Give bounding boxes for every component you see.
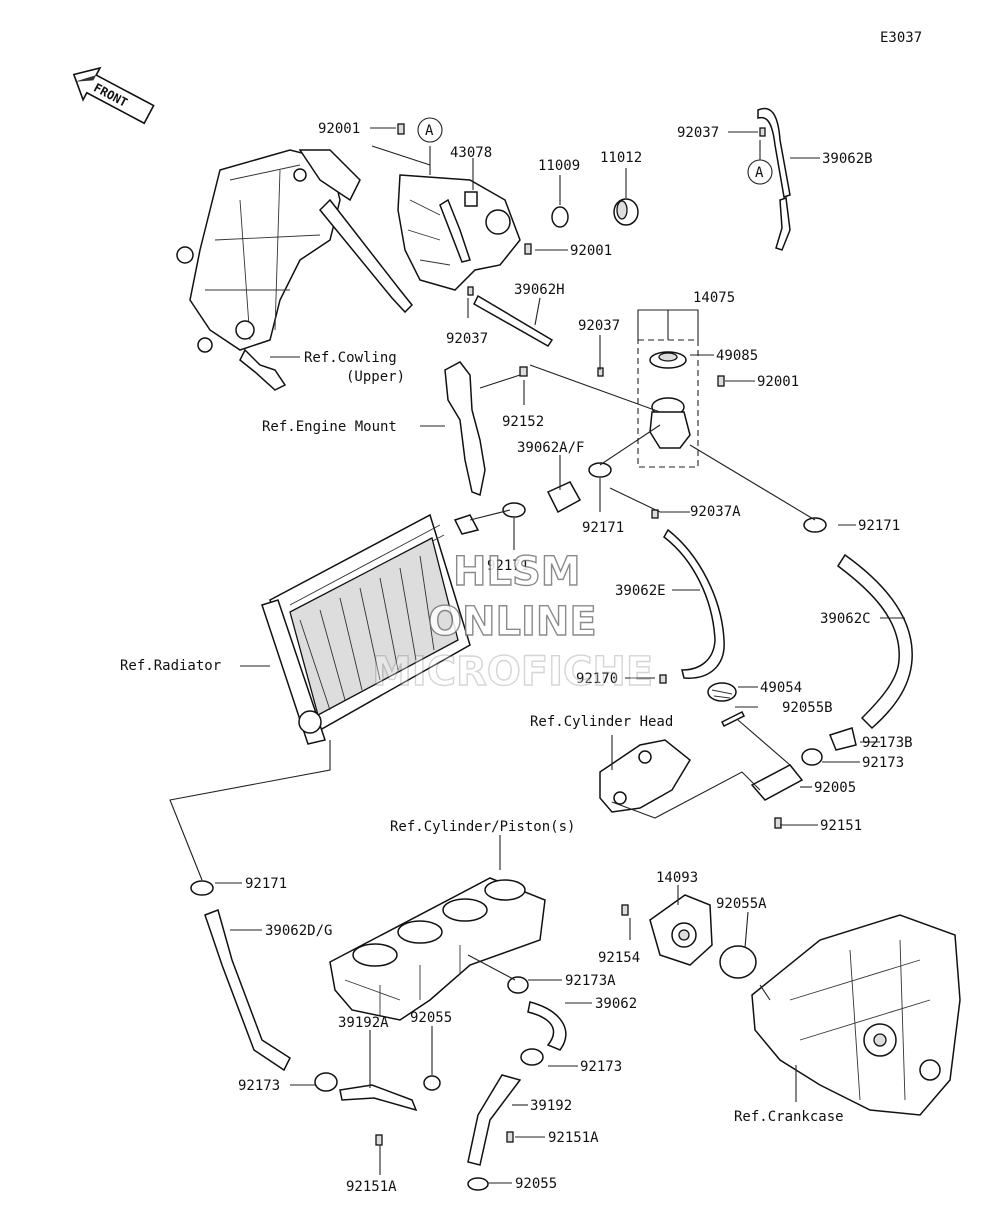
part-label: 39192 <box>530 1098 572 1114</box>
part-label: 39062D/G <box>265 923 332 939</box>
part-label: 92170 <box>576 671 618 687</box>
radiator <box>261 513 480 745</box>
part-label: 14075 <box>693 290 735 306</box>
part-label: 92173 <box>580 1059 622 1075</box>
callout-a-circle-2 <box>747 159 773 185</box>
watermark-line-1: HLSM <box>453 549 581 595</box>
pipe-39192a <box>339 1084 418 1112</box>
cylinder-block <box>329 877 546 1021</box>
hose-39062c <box>836 553 913 730</box>
part-label: 39062A/F <box>517 440 584 456</box>
oring-92055-b <box>467 1177 489 1191</box>
callout-a-1: A <box>425 123 434 139</box>
hose-39062 <box>527 1001 567 1051</box>
water-pump <box>649 894 713 966</box>
clamp-92173 <box>801 748 823 766</box>
clamp-92171-d <box>190 880 214 896</box>
part-label: 92001 <box>570 243 612 259</box>
part-label: 11009 <box>538 158 580 174</box>
thermostat-housing <box>637 339 699 468</box>
clamp-92173a <box>507 976 529 994</box>
ref-crankcase: Ref.Crankcase <box>734 1109 844 1125</box>
bolts <box>375 123 782 1146</box>
part-label: 14093 <box>656 870 698 886</box>
oring-92055a <box>719 945 757 979</box>
clamp-92171-b <box>502 502 526 518</box>
cowling-bracket <box>176 149 414 391</box>
part-label: 92037 <box>677 125 719 141</box>
cap-11009 <box>551 206 569 228</box>
part-label: 43078 <box>450 145 492 161</box>
clamp-92173b <box>829 727 857 751</box>
hose-39062e <box>663 528 725 679</box>
part-label: 92173 <box>862 755 904 771</box>
part-label: 49085 <box>716 348 758 364</box>
part-label: 39062H <box>514 282 565 298</box>
watermark: HLSM ONLINE MICROFICHE <box>371 548 654 695</box>
part-label: 92037A <box>690 504 741 520</box>
part-label: 92055B <box>782 700 833 716</box>
gasket-92055b <box>720 710 746 728</box>
thermostat-49054 <box>707 682 737 702</box>
part-label: 92173 <box>238 1078 280 1094</box>
part-label: 92171 <box>858 518 900 534</box>
part-label: 11012 <box>600 150 642 166</box>
oring-92055-a <box>423 1075 441 1091</box>
hose-39062h <box>473 294 554 347</box>
callout-a-2: A <box>755 165 764 181</box>
hose-39062b-lower <box>775 196 791 251</box>
part-label: 92055 <box>410 1010 452 1026</box>
part-label: 92037 <box>578 318 620 334</box>
part-label: 92151 <box>820 818 862 834</box>
cap-11012 <box>613 198 639 226</box>
part-label: 92154 <box>598 950 640 966</box>
ref-cowling: Ref.Cowling <box>304 350 397 366</box>
part-label: 39062 <box>595 996 637 1012</box>
watermark-line-3: MICROFICHE <box>372 649 653 695</box>
watermark-line-2: ONLINE <box>428 599 597 645</box>
part-label: 92171 <box>487 558 529 574</box>
front-arrow-icon: FRONT <box>72 66 155 125</box>
part-label: 92001 <box>318 121 360 137</box>
leader-lines <box>169 127 905 1184</box>
part-label: 92152 <box>502 414 544 430</box>
part-label: 92055A <box>716 896 767 912</box>
clamp-92173-d <box>520 1048 544 1066</box>
clamp-92171-c <box>803 517 827 533</box>
part-label: 39192A <box>338 1015 389 1031</box>
part-label: 39062C <box>820 611 871 627</box>
engine-mount-bracket <box>444 361 486 497</box>
reservoir-tank <box>397 174 521 291</box>
hose-39062af <box>546 481 582 514</box>
clamp-92171-a <box>588 462 612 478</box>
ref-cowling-sub: (Upper) <box>346 369 405 385</box>
part-label: 49054 <box>760 680 802 696</box>
ref-cylinder-piston: Ref.Cylinder/Piston(s) <box>390 819 575 835</box>
hose-39062dg <box>204 909 291 1072</box>
hose-39062b <box>757 107 791 198</box>
part-label: 39062E <box>615 583 666 599</box>
crankcase <box>751 914 961 1116</box>
part-label: 92005 <box>814 780 856 796</box>
clamp-92173-c <box>314 1072 338 1092</box>
part-label: 92037 <box>446 331 488 347</box>
pipe-39192 <box>467 1074 522 1166</box>
fitting-92005 <box>750 764 804 801</box>
part-label: 92171 <box>582 520 624 536</box>
part-label: 92151A <box>346 1179 397 1195</box>
diagram-code: E3037 <box>880 30 922 46</box>
part-label: 92151A <box>548 1130 599 1146</box>
part-label: 92173A <box>565 973 616 989</box>
ref-cylinder-head: Ref.Cylinder Head <box>530 714 673 730</box>
part-label: 92055 <box>515 1176 557 1192</box>
part-label: 92173B <box>862 735 913 751</box>
ref-engine-mount: Ref.Engine Mount <box>262 419 397 435</box>
part-label: 39062B <box>822 151 873 167</box>
ref-radiator: Ref.Radiator <box>120 658 221 674</box>
part-label: 92001 <box>757 374 799 390</box>
callout-a-circle-1 <box>417 117 443 143</box>
part-label: 92171 <box>245 876 287 892</box>
part-labels: 92001 43078 11009 11012 92037 39062B 920… <box>238 121 913 1195</box>
